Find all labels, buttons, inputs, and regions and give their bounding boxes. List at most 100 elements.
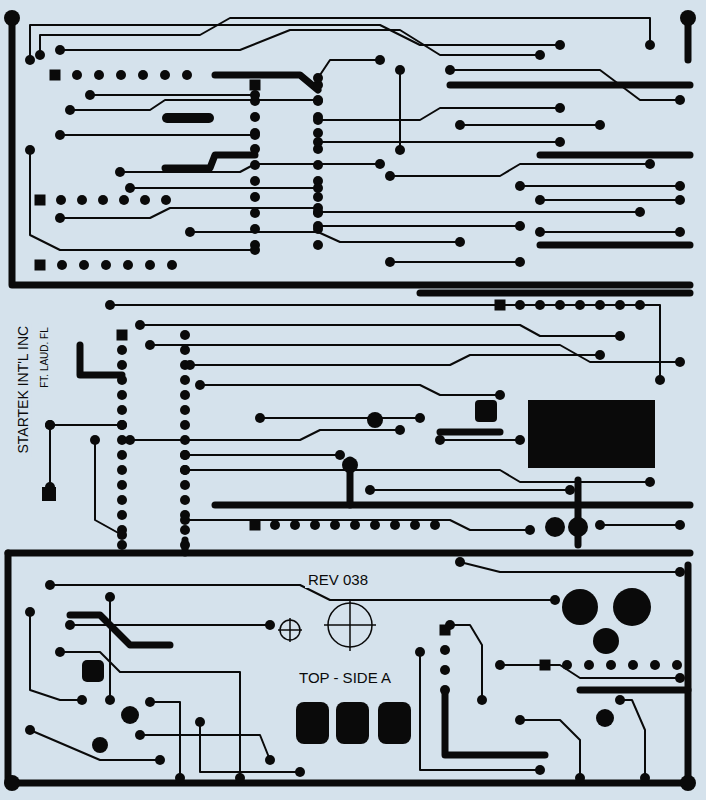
- round-pad: [313, 183, 323, 193]
- round-pad: [313, 240, 323, 250]
- round-pad: [125, 435, 135, 445]
- copper-trace: [620, 700, 645, 778]
- square-pad: [475, 400, 497, 422]
- copper-trace: [60, 208, 318, 218]
- round-pad: [310, 520, 320, 530]
- power-trace: [540, 242, 690, 249]
- round-pad: [117, 450, 127, 460]
- round-pad: [495, 390, 505, 400]
- round-pad: [415, 413, 425, 423]
- power-trace: [12, 18, 690, 285]
- round-pad: [250, 130, 260, 140]
- copper-trace: [185, 454, 340, 456]
- round-pad: [195, 717, 205, 727]
- round-pad: [117, 390, 127, 400]
- corner-pad: [680, 775, 696, 791]
- round-pad: [290, 520, 300, 530]
- round-pad: [94, 70, 104, 80]
- round-pad: [250, 160, 260, 170]
- round-pad: [77, 195, 87, 205]
- square-pad: [250, 80, 261, 91]
- copper-trace: [370, 489, 570, 491]
- copper-trace: [30, 730, 160, 760]
- regulator-pad: [378, 702, 411, 744]
- round-pad: [85, 90, 95, 100]
- round-pad: [375, 159, 385, 169]
- round-pad: [117, 480, 127, 490]
- round-pad: [72, 70, 82, 80]
- round-pad: [313, 96, 323, 106]
- round-pad: [313, 128, 323, 138]
- round-pad: [45, 580, 55, 590]
- copper-trace: [200, 385, 500, 395]
- round-pad: [79, 260, 89, 270]
- round-pad: [161, 195, 171, 205]
- copper-trace: [520, 720, 580, 778]
- round-pad: [515, 257, 525, 267]
- copper-trace: [70, 624, 270, 626]
- copper-trace: [30, 612, 82, 700]
- copper-trace: [318, 141, 560, 143]
- copper-trace: [460, 124, 600, 126]
- round-pad: [140, 195, 150, 205]
- round-pad: [105, 300, 115, 310]
- round-pad: [45, 420, 55, 430]
- mount-pad: [562, 589, 598, 625]
- round-pad: [180, 420, 190, 430]
- round-pad: [250, 224, 260, 234]
- power-trace: [440, 429, 500, 436]
- round-pad: [255, 413, 265, 423]
- power-trace: [215, 75, 318, 90]
- round-pad: [25, 55, 35, 65]
- round-pad: [395, 65, 405, 75]
- round-pad: [180, 465, 190, 475]
- power-trace: [165, 155, 255, 168]
- round-pad: [477, 695, 487, 705]
- round-pad: [350, 520, 360, 530]
- round-pad: [415, 647, 425, 657]
- round-pad: [55, 45, 65, 55]
- power-trace: [8, 550, 690, 557]
- copper-trace: [318, 60, 380, 78]
- round-pad: [435, 435, 445, 445]
- round-pad: [117, 530, 127, 540]
- round-pad: [145, 697, 155, 707]
- round-pad: [555, 137, 565, 147]
- round-pad: [584, 660, 594, 670]
- round-pad: [180, 375, 190, 385]
- copper-trace: [150, 702, 180, 778]
- round-pad: [645, 159, 655, 169]
- round-pad: [180, 450, 190, 460]
- round-pad: [672, 660, 682, 670]
- round-pad: [295, 767, 305, 777]
- copper-trace: [185, 520, 530, 530]
- round-pad: [65, 620, 75, 630]
- round-pad: [180, 330, 190, 340]
- copper-trace: [120, 164, 380, 172]
- round-pad: [555, 103, 565, 113]
- corner-pad: [4, 775, 20, 791]
- round-pad: [575, 300, 585, 310]
- round-pad: [180, 515, 190, 525]
- round-pad: [455, 120, 465, 130]
- round-pad: [313, 160, 323, 170]
- round-pad: [180, 540, 190, 550]
- round-pad: [123, 260, 133, 270]
- copper-trace: [130, 430, 400, 440]
- round-pad: [515, 435, 525, 445]
- round-pad: [440, 645, 450, 655]
- round-pad: [313, 207, 323, 217]
- round-pad: [25, 725, 35, 735]
- round-pad: [562, 660, 572, 670]
- copper-trace: [90, 94, 255, 96]
- square-pad: [540, 660, 551, 671]
- copper-trace: [520, 185, 680, 187]
- round-pad: [515, 715, 525, 725]
- fiducial-mark: [349, 599, 351, 651]
- round-pad: [655, 375, 665, 385]
- round-pad: [367, 412, 383, 428]
- round-pad: [250, 245, 260, 255]
- round-pad: [250, 112, 260, 122]
- ground-plane: [528, 400, 655, 468]
- round-pad: [440, 665, 450, 675]
